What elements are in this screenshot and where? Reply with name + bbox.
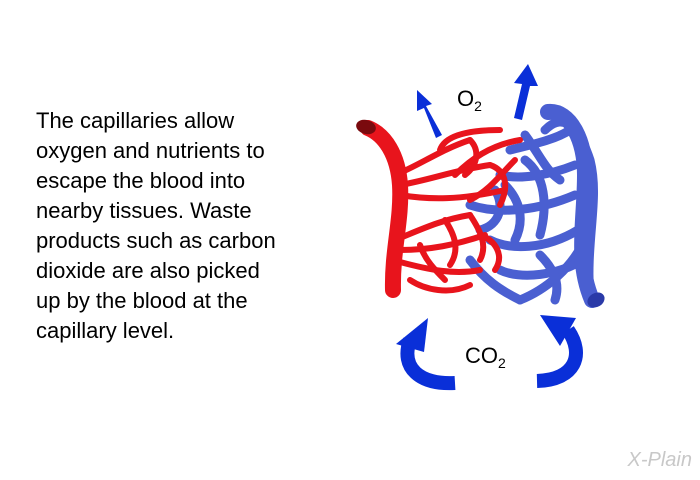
body-line: up by the blood at the: [36, 286, 346, 316]
co2-main: CO: [465, 343, 498, 368]
artery: [368, 128, 400, 290]
o2-label: O2: [457, 86, 482, 114]
arrow-up-left-icon: [417, 90, 442, 138]
co2-subscript: 2: [498, 355, 506, 371]
o2-main: O: [457, 86, 474, 111]
body-line: dioxide are also picked: [36, 256, 346, 286]
body-text: The capillaries allow oxygen and nutrien…: [36, 106, 346, 346]
body-line: capillary level.: [36, 316, 346, 346]
body-line: escape the blood into: [36, 166, 346, 196]
body-line: nearby tissues. Waste: [36, 196, 346, 226]
curved-arrow-left-head-icon: [396, 318, 428, 352]
body-line: products such as carbon: [36, 226, 346, 256]
co2-label: CO2: [465, 343, 506, 371]
body-line: oxygen and nutrients to: [36, 136, 346, 166]
arrow-up-right-icon: [514, 64, 538, 120]
o2-subscript: 2: [474, 98, 482, 114]
capillary-illustration: [340, 55, 680, 410]
body-line: The capillaries allow: [36, 106, 346, 136]
x-plain-logo: X-Plain: [628, 449, 692, 472]
